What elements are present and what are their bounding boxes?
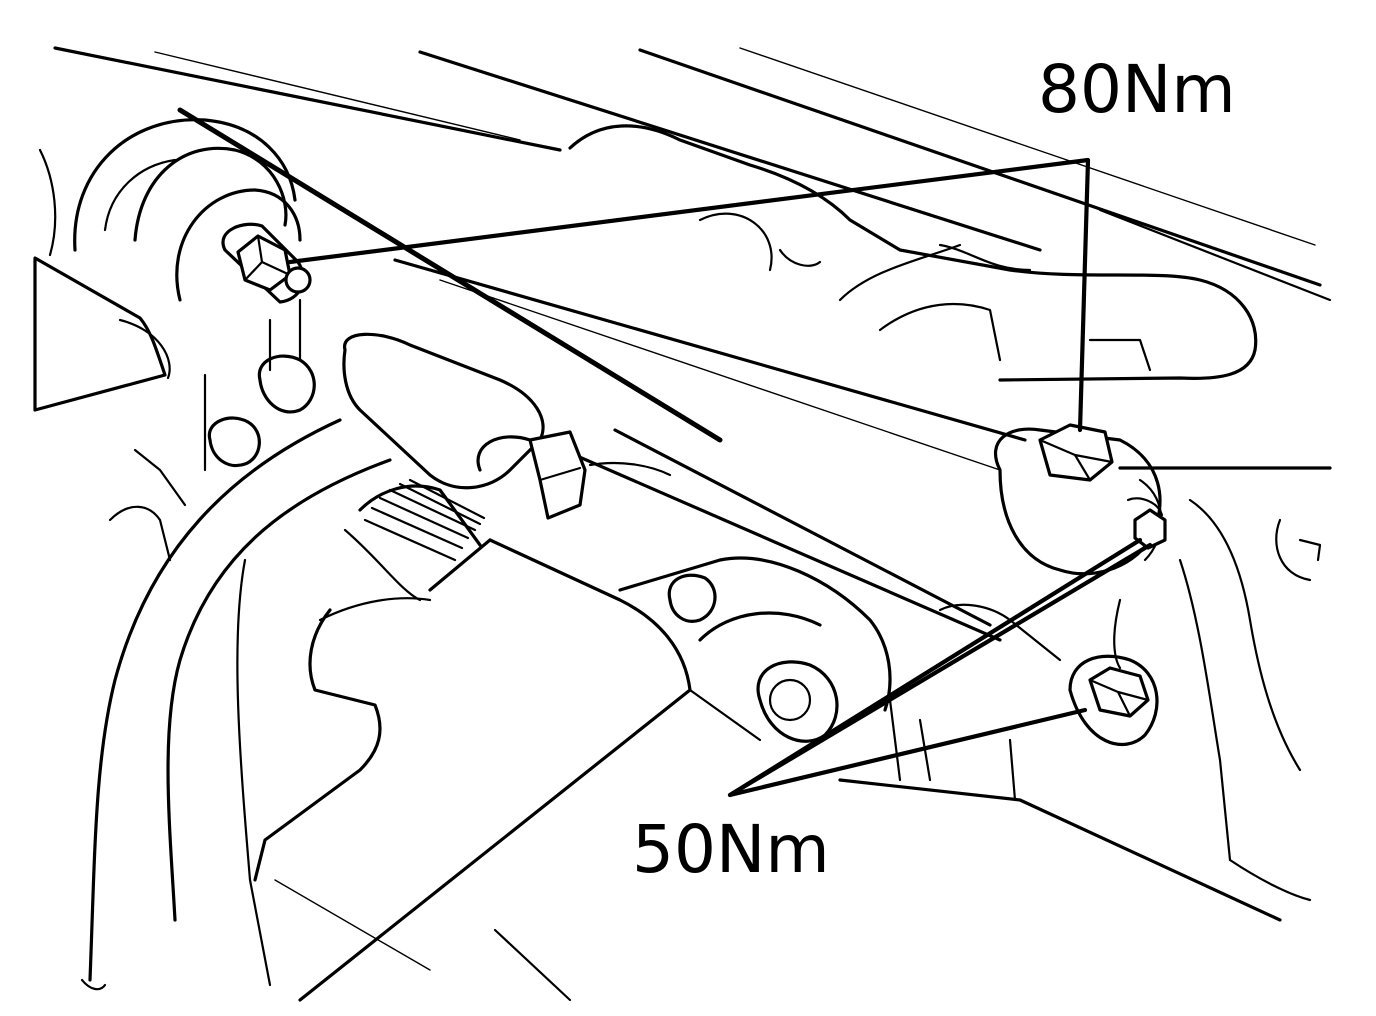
top-hair-line xyxy=(154,51,521,141)
pipe-second xyxy=(236,558,272,987)
stud-lower xyxy=(207,416,261,468)
upper-torque-leader xyxy=(287,157,1091,433)
mount-arch xyxy=(698,611,822,642)
housing-clip xyxy=(778,248,822,267)
lower-bolt-stalk xyxy=(1113,598,1122,670)
stud-bracket-lines xyxy=(268,298,302,372)
right-clip-tab xyxy=(1298,538,1322,562)
right-side-details xyxy=(1008,498,1322,902)
lower-bolt-boss xyxy=(1068,654,1159,747)
top-edge-line-left xyxy=(53,46,562,152)
left-studs xyxy=(207,298,316,468)
housing-tab xyxy=(1088,338,1152,372)
box-top-step xyxy=(428,538,492,592)
housing-detail-3 xyxy=(938,243,1032,272)
right-mount-boss xyxy=(993,423,1332,576)
right-curve-3 xyxy=(1228,858,1312,902)
bushing-shade-line xyxy=(103,158,177,232)
upper-middle-housing xyxy=(568,124,1258,382)
box-right-edge xyxy=(298,538,692,1002)
connector-clip-line xyxy=(538,466,582,482)
small-hole xyxy=(667,573,717,623)
mount-hole xyxy=(756,660,839,743)
mount-top xyxy=(618,556,892,712)
pipe-inner xyxy=(166,458,392,922)
lower-torque-leader-inner xyxy=(727,542,1153,798)
bolt-head-facets xyxy=(243,234,292,282)
housing-detail-2 xyxy=(838,243,962,302)
bolt-tip xyxy=(284,266,312,294)
lower-torque-label: 50Nm xyxy=(632,811,830,888)
right-web xyxy=(1008,738,1017,802)
top-edge-line-mid xyxy=(418,50,1042,252)
stud-upper xyxy=(257,354,316,414)
bracket-plate xyxy=(33,256,167,412)
upper-torque-label: 80Nm xyxy=(1038,51,1236,128)
callouts xyxy=(287,157,1153,798)
detail-curl xyxy=(108,505,172,562)
background-structure xyxy=(53,46,1332,302)
lower-housing xyxy=(253,538,762,1002)
arm-hair-line xyxy=(439,279,1001,471)
corrugated-hose xyxy=(343,478,486,602)
hose-ridges xyxy=(363,478,486,562)
upper-right-bolt-facets xyxy=(1038,438,1114,482)
bushing-inner-ring xyxy=(175,188,302,302)
small-right-bolt xyxy=(1126,497,1167,550)
right-clip xyxy=(1275,518,1312,582)
lower-right-bolt xyxy=(1068,598,1159,747)
housing-detail-4 xyxy=(878,302,1002,362)
bracket-curve xyxy=(118,318,171,380)
right-wheel-curve xyxy=(1188,498,1302,772)
bushing-outer-ring xyxy=(73,118,297,252)
top-hair-line-right xyxy=(739,47,1316,246)
connector-clip-base xyxy=(476,435,577,472)
small-bolt-washer xyxy=(1126,497,1164,517)
arm-top-edge xyxy=(393,258,1027,442)
box-hair-line xyxy=(274,879,431,971)
pipe-outer xyxy=(88,418,342,982)
housing-detail-1 xyxy=(698,212,773,272)
hose-connector xyxy=(342,332,672,520)
rear-frame-line xyxy=(1098,208,1332,302)
left-mount-bushing xyxy=(38,118,302,302)
connector-tail xyxy=(588,461,672,477)
hose-lower-edge xyxy=(343,528,422,602)
housing-outline xyxy=(568,124,1258,382)
left-lower-details xyxy=(108,373,207,562)
lower-mount xyxy=(618,556,1282,922)
subframe-bottom xyxy=(838,778,1282,922)
top-edge-line-right xyxy=(638,48,1322,287)
hose-outline xyxy=(358,484,482,547)
box-corner xyxy=(493,928,572,1002)
arm-lower-inner-line xyxy=(613,428,992,627)
left-edge-curve xyxy=(38,148,57,257)
box-join xyxy=(688,688,762,742)
detail-line-a xyxy=(133,448,187,507)
bushing-middle-ring xyxy=(133,146,288,242)
box-top-lip xyxy=(318,597,432,622)
box-left-edge xyxy=(253,608,382,882)
pipe xyxy=(80,418,392,991)
right-curve-2 xyxy=(1178,558,1232,862)
mount-webs xyxy=(888,698,932,782)
pipe-end xyxy=(80,978,107,991)
mount-hole-inner xyxy=(768,678,812,722)
left-bracket xyxy=(33,256,171,412)
lower-bolt-facets xyxy=(1088,678,1150,718)
upper-right-bolt-head xyxy=(1038,423,1114,482)
small-bolt-head xyxy=(1133,508,1167,550)
